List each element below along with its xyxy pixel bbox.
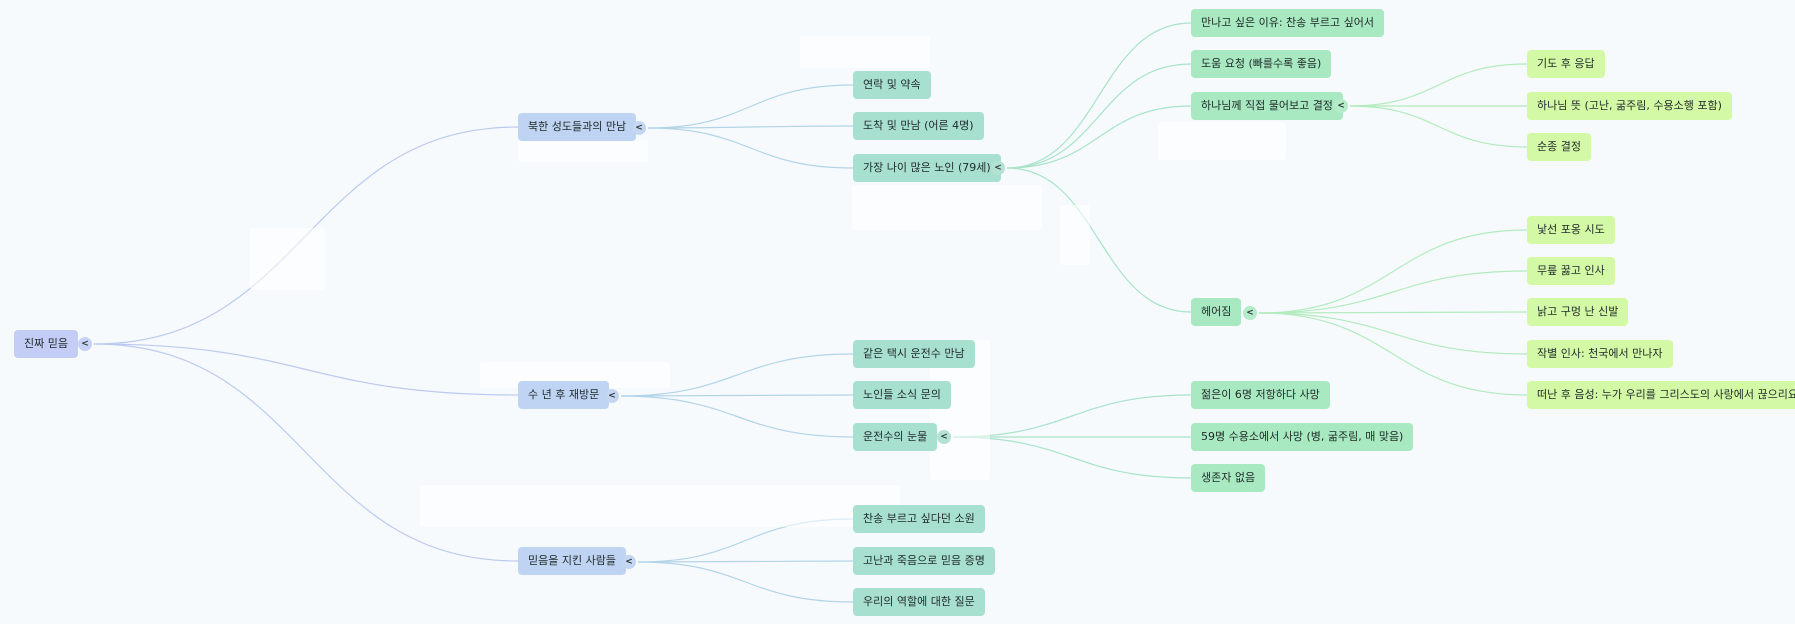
connector-line bbox=[952, 394, 1192, 438]
node-awkward-hug[interactable]: 낯선 포옹 시도 bbox=[1527, 216, 1615, 244]
collapse-toggle-icon[interactable]: < bbox=[1243, 306, 1257, 320]
node-our-role-question[interactable]: 우리의 역할에 대한 질문 bbox=[853, 588, 985, 616]
connector-line bbox=[93, 343, 519, 396]
collapse-toggle-icon[interactable]: < bbox=[1334, 99, 1348, 113]
branch-revisit-years-later[interactable]: 수 년 후 재방문 bbox=[518, 381, 610, 409]
connector-line bbox=[1006, 63, 1192, 169]
mindmap-root[interactable]: 진짜 믿음 bbox=[14, 330, 78, 358]
node-worn-shoes[interactable]: 낡고 구멍 난 신발 bbox=[1527, 298, 1629, 326]
background-artifact bbox=[1060, 205, 1090, 265]
node-same-taxi-driver[interactable]: 같은 택시 운전수 만남 bbox=[853, 340, 975, 368]
connector-line bbox=[647, 125, 854, 129]
background-artifact bbox=[800, 36, 930, 68]
collapse-toggle-icon[interactable]: < bbox=[937, 430, 951, 444]
node-oldest-elder[interactable]: 가장 나이 많은 노인 (79세) bbox=[853, 154, 1001, 182]
connector-line bbox=[1258, 229, 1528, 314]
connector-line bbox=[1258, 311, 1528, 314]
node-faith-proven[interactable]: 고난과 죽음으로 믿음 증명 bbox=[853, 547, 995, 575]
node-parting[interactable]: 헤어짐 bbox=[1191, 298, 1242, 326]
node-ask-god-decide[interactable]: 하나님께 직접 물어보고 결정 bbox=[1191, 92, 1343, 120]
connector-line bbox=[647, 127, 854, 169]
connector-line bbox=[1349, 63, 1528, 107]
connector-line bbox=[1006, 105, 1192, 169]
background-artifact bbox=[250, 228, 325, 290]
collapse-toggle-icon[interactable]: < bbox=[991, 161, 1005, 175]
connector-line bbox=[93, 343, 519, 562]
collapse-toggle-icon[interactable]: < bbox=[632, 121, 646, 135]
connector-line bbox=[1006, 167, 1192, 313]
connector-line bbox=[1006, 22, 1192, 169]
node-farewell-heaven[interactable]: 작별 인사: 천국에서 만나자 bbox=[1527, 340, 1673, 368]
node-voice-after-leaving[interactable]: 떠난 후 음성: 누가 우리를 그리스도의 사랑에서 끊으리요 bbox=[1527, 381, 1795, 409]
node-obedience[interactable]: 순종 결정 bbox=[1527, 133, 1591, 161]
node-six-young-died[interactable]: 젊은이 6명 저항하다 사망 bbox=[1191, 381, 1330, 409]
connector-line bbox=[620, 394, 854, 397]
node-gods-will[interactable]: 하나님 뜻 (고난, 굶주림, 수용소행 포함) bbox=[1527, 92, 1732, 120]
node-reason-to-meet[interactable]: 만나고 싶은 이유: 찬송 부르고 싶어서 bbox=[1191, 9, 1384, 37]
connector-line bbox=[637, 561, 854, 603]
node-hymn-wish[interactable]: 찬송 부르고 싶다던 소원 bbox=[853, 505, 985, 533]
node-arrival-meeting[interactable]: 도착 및 만남 (어른 4명) bbox=[853, 112, 984, 140]
branch-faith-keepers[interactable]: 믿음을 지킨 사람들 bbox=[518, 547, 626, 575]
branch-north-korea-meeting[interactable]: 북한 성도들과의 만남 bbox=[518, 113, 637, 141]
node-contact-promise[interactable]: 연락 및 약속 bbox=[853, 71, 931, 99]
node-59-died-camp[interactable]: 59명 수용소에서 사망 (병, 굶주림, 매 맞음) bbox=[1191, 423, 1414, 451]
node-prayer-answer[interactable]: 기도 후 응답 bbox=[1527, 50, 1605, 78]
connector-line bbox=[1349, 105, 1528, 148]
connector-line bbox=[637, 560, 854, 563]
collapse-toggle-icon[interactable]: < bbox=[78, 337, 92, 351]
connector-line bbox=[1258, 312, 1528, 355]
node-help-request[interactable]: 도움 요청 (빠를수록 좋음) bbox=[1191, 50, 1332, 78]
connector-line bbox=[647, 84, 854, 129]
collapse-toggle-icon[interactable]: < bbox=[605, 389, 619, 403]
connector-line bbox=[1258, 270, 1528, 314]
connector-line bbox=[620, 353, 854, 397]
node-no-survivors[interactable]: 생존자 없음 bbox=[1191, 464, 1266, 492]
connector-line bbox=[620, 395, 854, 438]
node-kneel-greeting[interactable]: 무릎 꿇고 인사 bbox=[1527, 257, 1615, 285]
connector-line bbox=[952, 436, 1192, 479]
collapse-toggle-icon[interactable]: < bbox=[622, 555, 636, 569]
background-artifact bbox=[1158, 122, 1286, 160]
background-artifact bbox=[852, 185, 1042, 230]
connector-line bbox=[1258, 312, 1528, 396]
node-driver-tears[interactable]: 운전수의 눈물 bbox=[853, 423, 938, 451]
node-ask-about-elders[interactable]: 노인들 소식 문의 bbox=[853, 381, 951, 409]
background-artifact bbox=[518, 140, 648, 162]
background-artifact bbox=[420, 485, 900, 527]
